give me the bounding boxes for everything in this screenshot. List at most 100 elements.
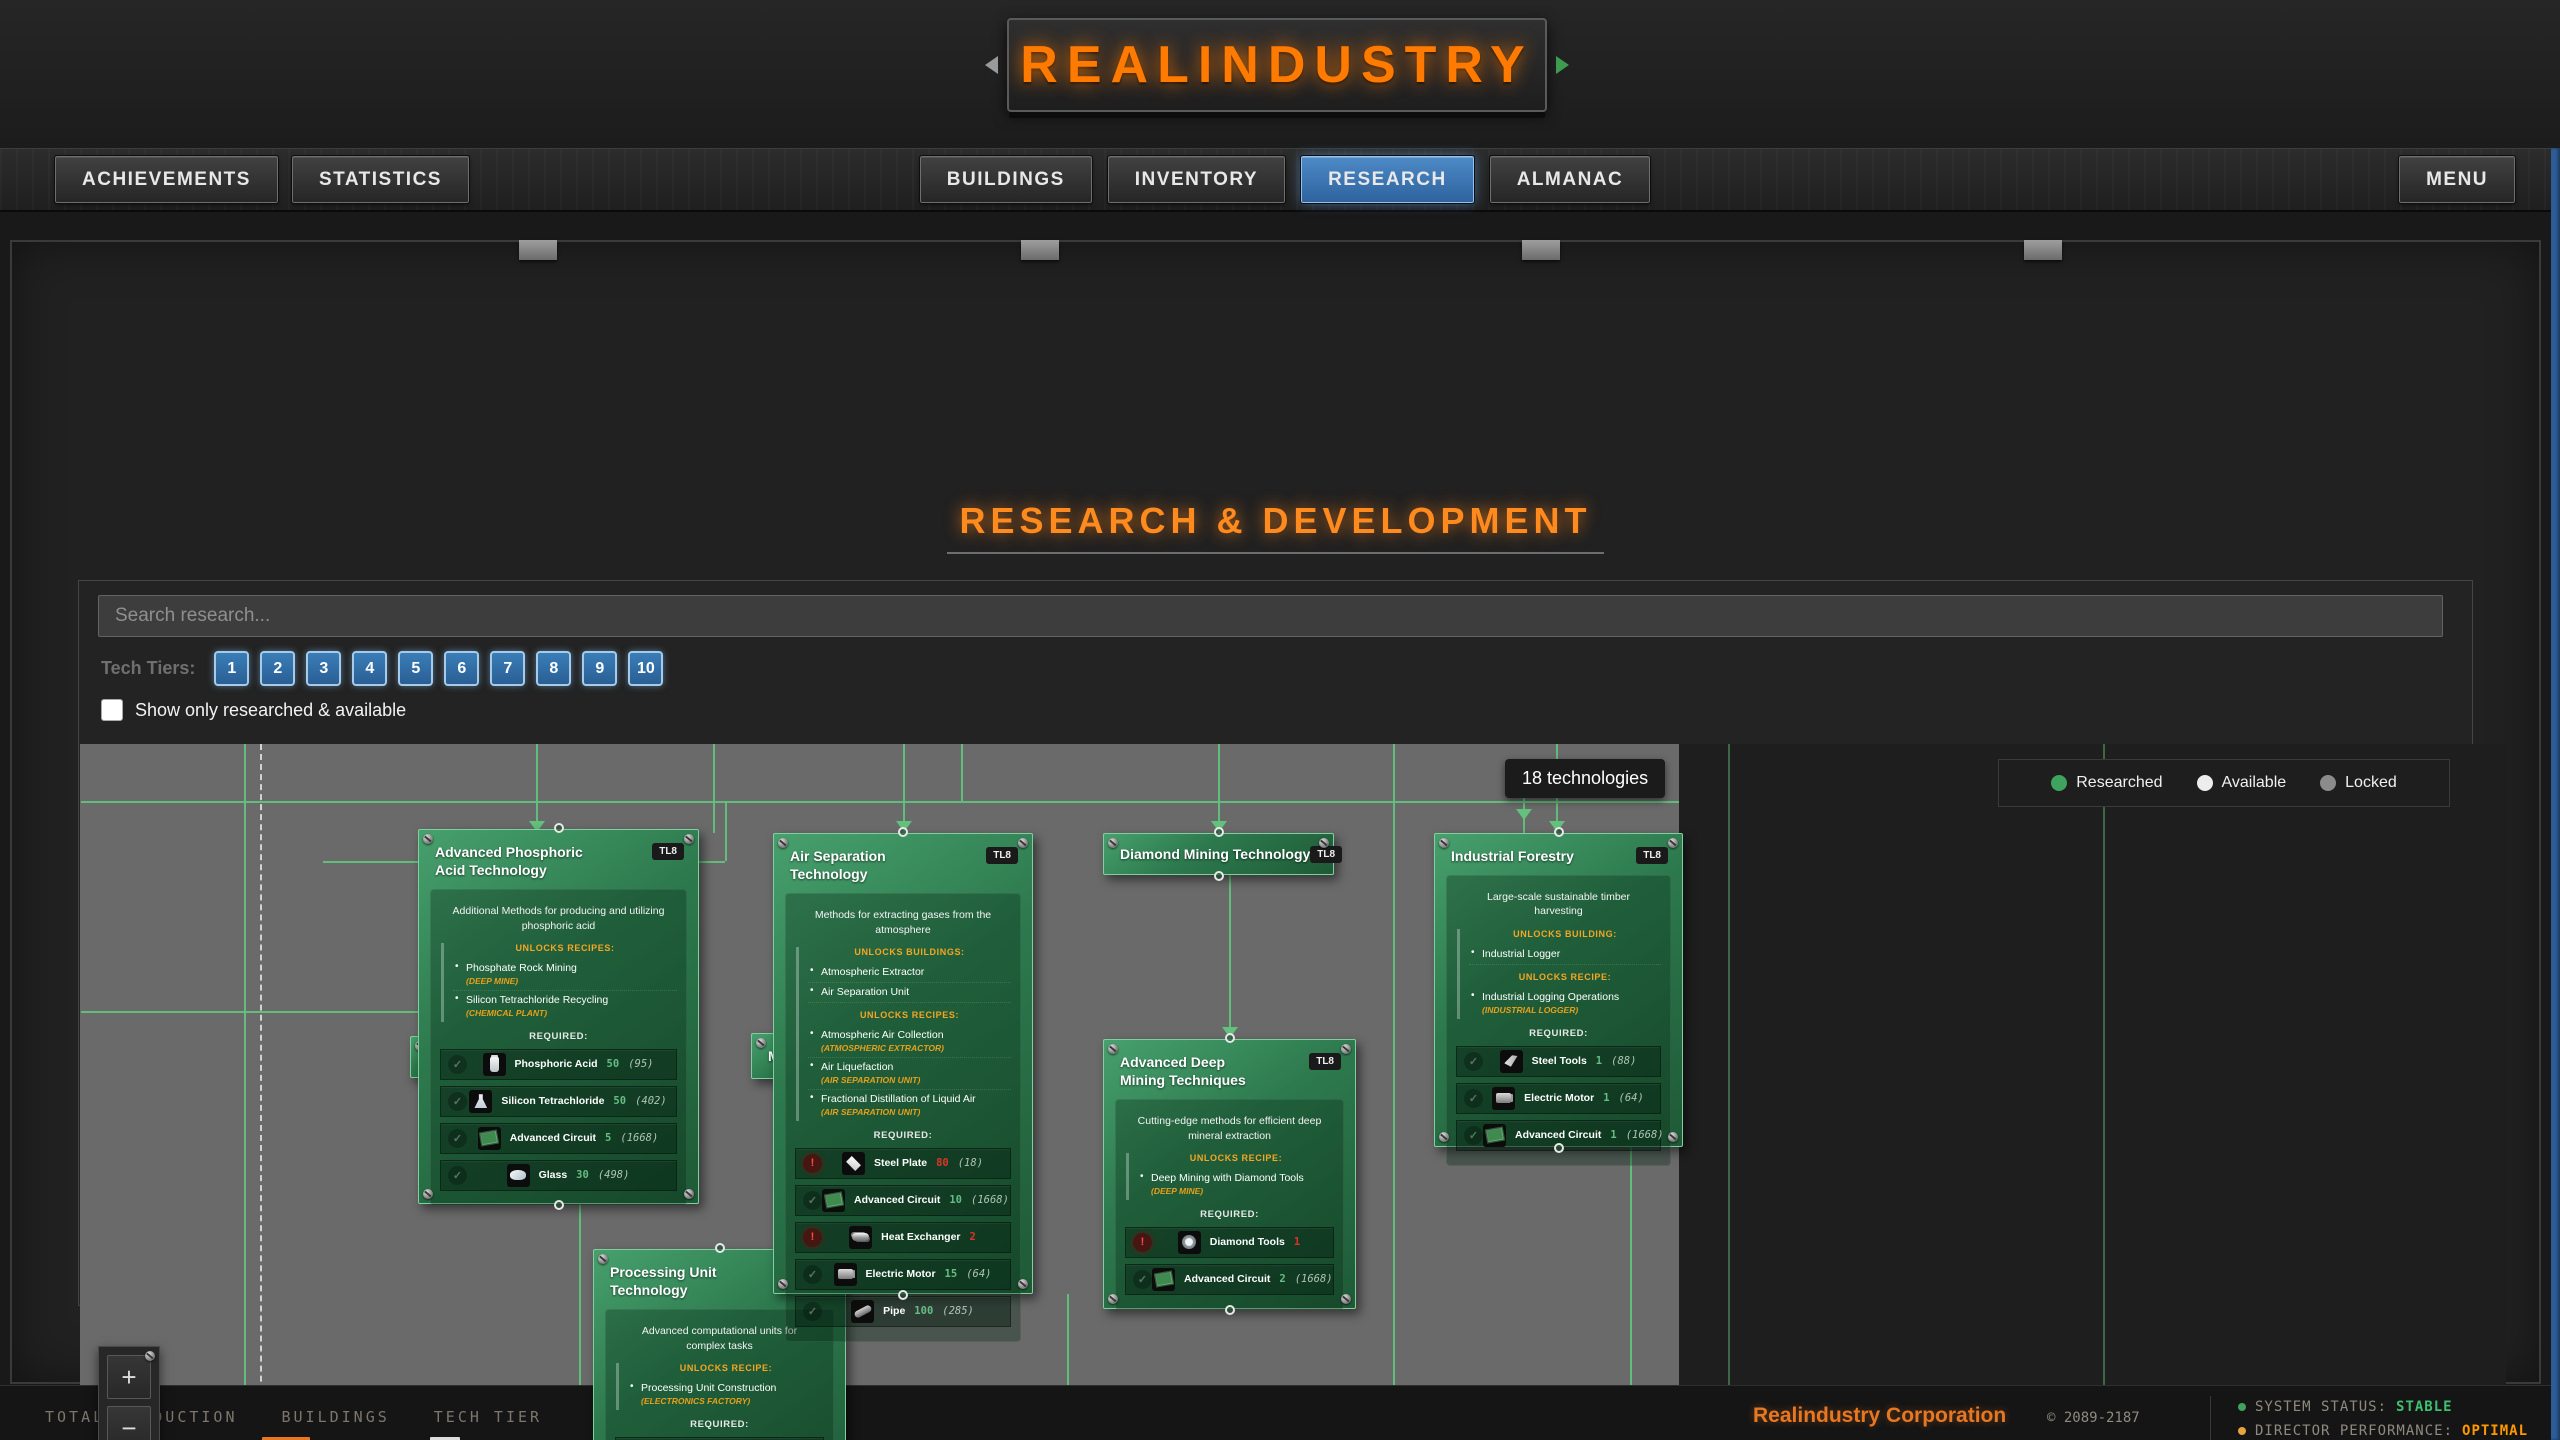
connector-line [81, 801, 1679, 803]
status-row-system-status: SYSTEM STATUS: STABLE [2238, 1399, 2528, 1415]
requirement-name: Advanced Circuit [1515, 1129, 1602, 1142]
connector-line [725, 801, 727, 861]
unlock-item-name: Air Separation Unit [821, 985, 910, 998]
requirement-quantity: 2 [1279, 1273, 1286, 1286]
check-icon: ✓ [1464, 1051, 1483, 1071]
screw-icon [1341, 1294, 1351, 1304]
screw-icon [423, 834, 433, 844]
logo-left-arrow-icon [985, 56, 999, 74]
requirement-quantity: 50 [606, 1058, 620, 1071]
connector-port [553, 1200, 564, 1210]
check-icon: ✓ [803, 1190, 822, 1210]
tech-card-description: Additional Methods for producing and uti… [452, 905, 665, 932]
tech-card-title: Air Separation Technology [790, 848, 886, 883]
screw-icon [1108, 838, 1118, 848]
unlocks-sections: UNLOCKS BUILDINGS:Atmospheric ExtractorA… [796, 946, 1011, 1121]
requirement-quantity: 1 [1595, 1055, 1603, 1068]
requirement-name: Pipe [883, 1305, 906, 1318]
legend-label: Locked [2345, 774, 2397, 791]
required-header: REQUIRED: [1529, 1027, 1588, 1039]
screw-icon [1439, 1132, 1449, 1142]
page-scrollbar[interactable] [2551, 148, 2560, 1440]
connector-arrow-icon [1211, 821, 1227, 832]
zoom-control-panel: + − [98, 1346, 160, 1440]
unlock-item-building: (DEEP MINE) [1151, 1185, 1204, 1196]
nav-tab-buildings[interactable]: BUILDINGS [918, 155, 1093, 204]
requirement-name: Steel Plate [873, 1157, 928, 1170]
tech-tier-button-4[interactable]: 4 [352, 651, 388, 686]
filter-row: Show only researched & available [101, 699, 406, 721]
connector-arrow-icon [1222, 1027, 1238, 1038]
tech-tier-button-2[interactable]: 2 [260, 651, 296, 686]
check-icon: ✓ [1464, 1125, 1483, 1145]
tech-card-body: Advanced computational units for complex… [605, 1309, 834, 1440]
unlocks-sections: UNLOCKS RECIPE:Deep Mining with Diamond … [1126, 1152, 1334, 1200]
tech-tier-button-9[interactable]: 9 [582, 651, 618, 686]
unlocks-sections: UNLOCKS RECIPE:Processing Unit Construct… [616, 1362, 824, 1410]
tech-tier-button-10[interactable]: 10 [628, 651, 664, 686]
panel-mount-tab [519, 240, 557, 260]
screw-icon [1108, 1044, 1118, 1054]
nav-tab-research[interactable]: RESEARCH [1300, 155, 1475, 204]
diamond-tools-icon [1177, 1230, 1201, 1254]
show-researched-checkbox[interactable] [101, 699, 123, 721]
connector-port [1213, 871, 1224, 881]
tech-tier-button-3[interactable]: 3 [306, 651, 342, 686]
requirement-name: Silicon Tetrachloride [501, 1095, 605, 1108]
tech-tier-badge: TL8 [1310, 845, 1343, 863]
status-label: SYSTEM STATUS: [2255, 1399, 2388, 1415]
company-name: Realindustry Corporation [1753, 1404, 2007, 1427]
zoom-out-button[interactable]: − [107, 1406, 151, 1440]
connector-line [1728, 744, 1730, 1440]
requirement-name: Electric Motor [1524, 1092, 1595, 1105]
status-dot-icon [2238, 1403, 2246, 1411]
unlock-item-building: (CHEMICAL PLANT) [466, 1007, 548, 1018]
show-researched-label: Show only researched & available [135, 699, 407, 720]
nav-tab-achievements[interactable]: ACHIEVEMENTS [54, 155, 279, 204]
heat-exchanger-icon [849, 1225, 873, 1249]
connector-port [898, 827, 908, 837]
connector-arrow-icon [896, 821, 912, 832]
search-input[interactable] [98, 595, 2443, 637]
tech-tier-button-5[interactable]: 5 [398, 651, 434, 686]
screw-icon [1018, 1279, 1028, 1289]
zoom-in-button[interactable]: + [107, 1355, 151, 1399]
requirement-name: Heat Exchanger [881, 1231, 961, 1244]
nav-tab-statistics[interactable]: STATISTICS [290, 155, 471, 204]
requirement-quantity: 1 [1293, 1236, 1301, 1249]
screw-icon [1341, 1044, 1351, 1054]
footer-divider [2210, 1396, 2211, 1440]
silicon-tetrachloride-icon [469, 1089, 493, 1113]
tech-tier-button-7[interactable]: 7 [490, 651, 526, 686]
requirement-name: Advanced Circuit [1184, 1273, 1271, 1286]
tech-tier-button-1[interactable]: 1 [214, 651, 250, 686]
screw-icon [598, 1254, 608, 1264]
screw-icon [684, 834, 694, 844]
unlocks-section-header: UNLOCKS RECIPES: [859, 1009, 960, 1020]
nav-tab-inventory[interactable]: INVENTORY [1106, 155, 1287, 204]
screw-icon [756, 1038, 766, 1048]
unlock-item: Atmospheric Air Collection(ATMOSPHERIC E… [808, 1026, 1011, 1058]
nav-tab-menu[interactable]: MENU [2398, 155, 2517, 204]
nav-tab-almanac[interactable]: ALMANAC [1488, 155, 1652, 204]
tech-tier-button-6[interactable]: 6 [444, 651, 480, 686]
copyright: © 2089-2187 [2047, 1410, 2140, 1426]
unlocks-section-header: UNLOCKS BUILDING: [1513, 928, 1617, 939]
tech-tier-button-8[interactable]: 8 [536, 651, 572, 686]
